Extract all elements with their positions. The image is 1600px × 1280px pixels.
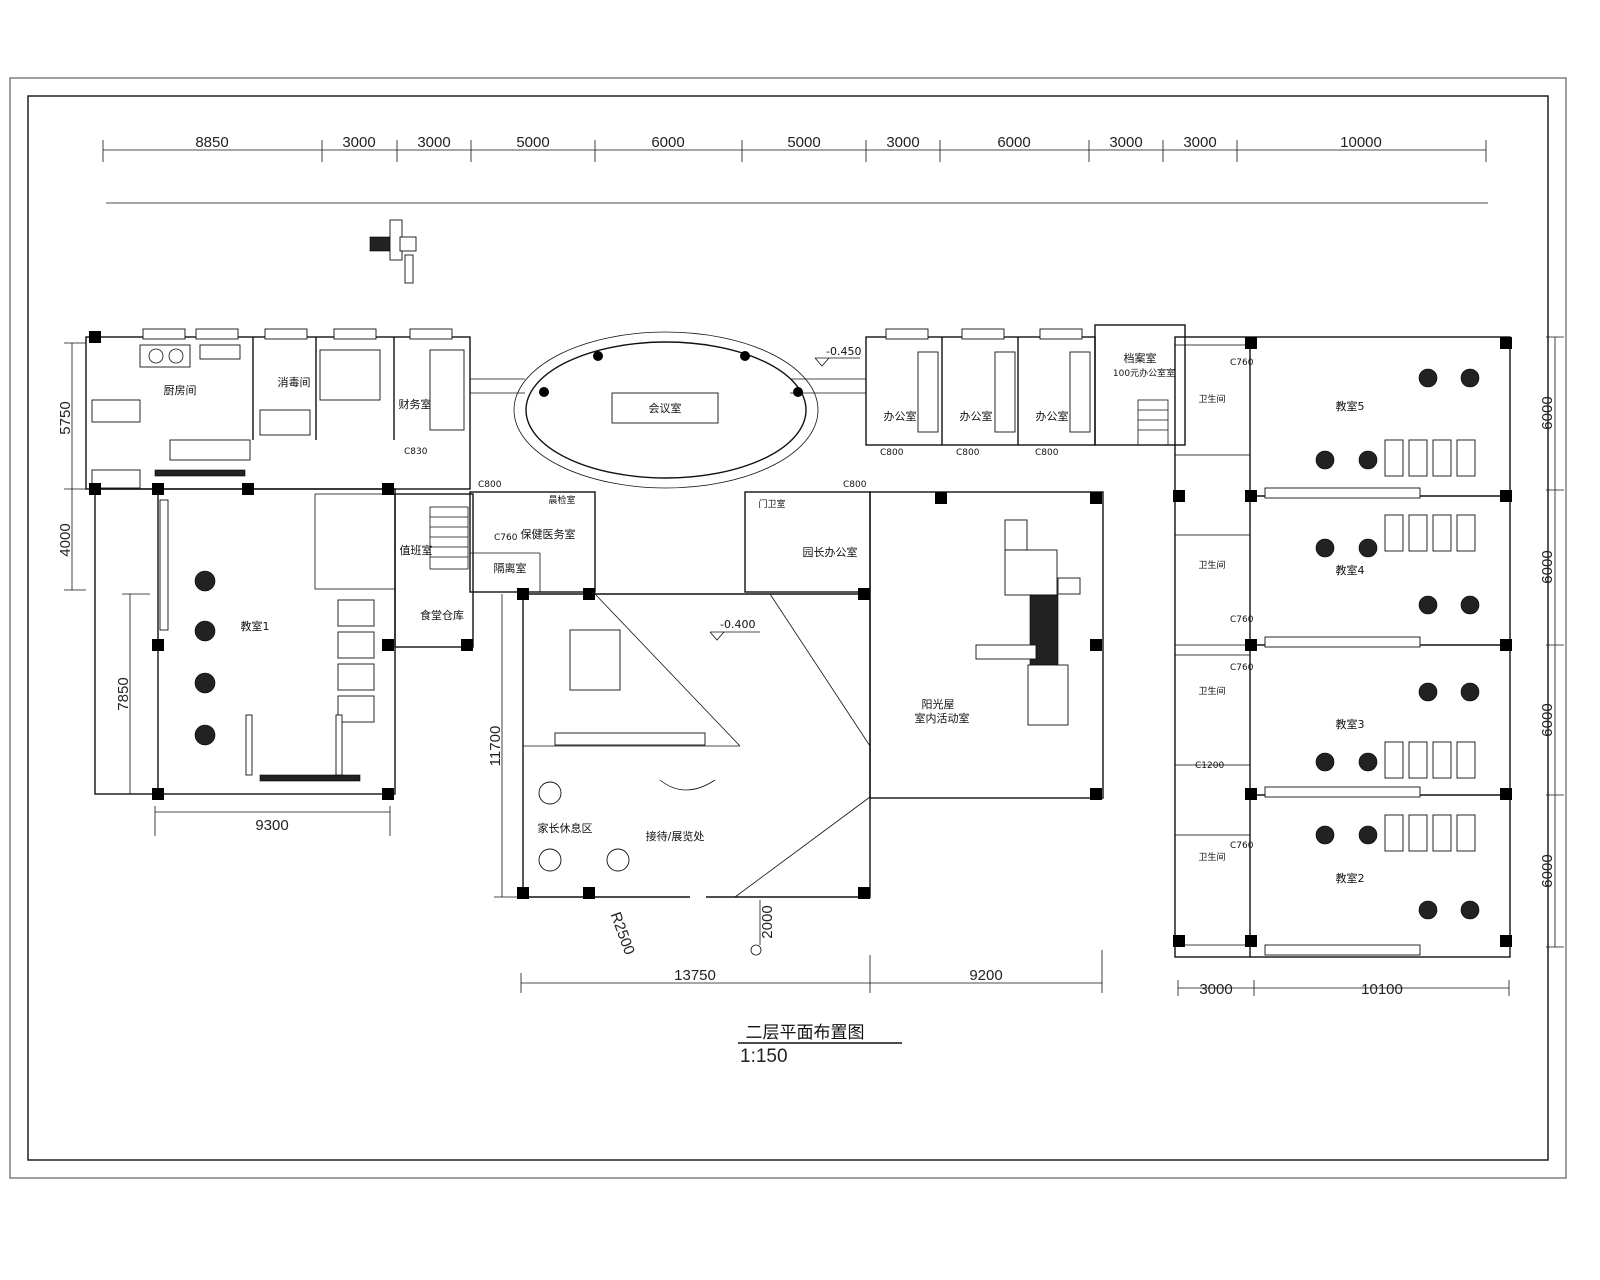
room-class2: 教室2 xyxy=(1336,871,1365,885)
room-sunroom: 阳光屋 xyxy=(922,697,955,711)
level-marker-lobby: -0.400 xyxy=(709,618,760,641)
dim-top-4: 5000 xyxy=(516,134,549,151)
room-toilet-4: 卫生间 xyxy=(1198,851,1225,863)
dim-bottom-center-1: 13750 xyxy=(674,967,716,984)
title-block: 二层平面布置图 1:150 xyxy=(738,1023,902,1067)
window-tag-c800-b: C800 xyxy=(956,448,980,458)
dim-right-3: 6000 xyxy=(1539,703,1556,736)
room-disinfection: 消毒间 xyxy=(278,375,311,389)
central-lobby: -0.400 家长休息区 接待/展览处 xyxy=(522,593,871,898)
dim-right-1: 6000 xyxy=(1539,396,1556,429)
dim-top-3: 3000 xyxy=(417,134,450,151)
dim-right-2: 6000 xyxy=(1539,550,1556,583)
kitchen-block: 厨房间 消毒间 财务室 C830 xyxy=(85,328,471,490)
room-archive: 档案室 xyxy=(1124,351,1157,365)
window-tag-c830: C830 xyxy=(404,447,428,457)
room-toilet-2: 卫生间 xyxy=(1198,559,1225,571)
dim-left-4: 11700 xyxy=(487,726,504,767)
dim-top-11: 10000 xyxy=(1340,134,1382,151)
meeting-room: 会议室 xyxy=(513,331,819,489)
health-block: 保健医务室 C760 隔离室 晨检室 C800 xyxy=(469,480,596,593)
dim-top-8: 6000 xyxy=(997,134,1030,151)
dim-left-3: 7850 xyxy=(115,677,132,710)
room-office-3: 办公室 xyxy=(1036,409,1069,423)
window-tag-c800-c: C800 xyxy=(1035,448,1059,458)
room-class1: 教室1 xyxy=(241,619,270,633)
dim-r-offset: 2000 xyxy=(759,905,776,938)
room-toilet-1: 卫生间 xyxy=(1198,393,1225,405)
room-toilet-3: 卫生间 xyxy=(1198,685,1225,697)
archive-room: 档案室 100元办公室室 xyxy=(1094,324,1186,446)
room-health: 保健医务室 xyxy=(521,527,576,541)
window-tag-c800-a: C800 xyxy=(880,448,904,458)
room-parents-rest: 家长休息区 xyxy=(538,821,593,835)
bottom-dimensions: 9300 13750 9200 3000 10100 2000 R2500 xyxy=(154,806,1510,998)
dim-bottom-center-2: 9200 xyxy=(969,967,1002,984)
dim-top-9: 3000 xyxy=(1109,134,1142,151)
level-marker-top: -0.450 xyxy=(814,345,861,367)
dim-top-5: 6000 xyxy=(651,134,684,151)
room-archive-sub: 100元办公室室 xyxy=(1113,367,1175,379)
dim-bottom-right-1: 3000 xyxy=(1199,981,1232,998)
drawing-scale: 1:150 xyxy=(740,1046,788,1067)
classroom-1: 教室1 xyxy=(94,488,396,795)
window-tag-c1200: C1200 xyxy=(1195,761,1224,771)
columns xyxy=(89,331,1512,947)
top-dimension-chain: 8850 3000 3000 5000 6000 5000 3000 6000 … xyxy=(102,134,1487,162)
room-duty: 值班室 xyxy=(400,543,433,557)
room-reception: 接待/展览处 xyxy=(646,829,705,843)
dim-r-label: R2500 xyxy=(607,910,638,957)
room-pantry: 食堂仓库 xyxy=(420,608,464,622)
room-finance: 财务室 xyxy=(399,397,432,411)
room-class4: 教室4 xyxy=(1336,563,1365,577)
drawing-title: 二层平面布置图 xyxy=(746,1023,865,1043)
dim-top-10: 3000 xyxy=(1183,134,1216,151)
dim-right-4: 6000 xyxy=(1539,854,1556,887)
level-minus-400: -0.400 xyxy=(720,618,755,631)
dim-top-6: 5000 xyxy=(787,134,820,151)
room-kitchen: 厨房间 xyxy=(164,384,197,397)
room-class3: 教室3 xyxy=(1336,717,1365,731)
room-office-2: 办公室 xyxy=(960,409,993,423)
dim-bottom-left: 9300 xyxy=(255,817,288,834)
room-class5: 教室5 xyxy=(1336,399,1365,413)
room-principal: 园长办公室 xyxy=(803,545,858,559)
window-tag-c760-c: C760 xyxy=(1230,663,1254,673)
left-dimension-chain: 5750 4000 7850 11700 xyxy=(57,342,518,898)
dim-bottom-right-2: 10100 xyxy=(1361,981,1403,998)
room-meeting: 会议室 xyxy=(649,401,682,415)
outer-frame xyxy=(9,77,1567,1179)
room-office-1: 办公室 xyxy=(884,409,917,423)
window-tag-c800-principal: C800 xyxy=(843,480,867,490)
inner-frame xyxy=(27,95,1549,1161)
room-sunroom-sub: 室内活动室 xyxy=(915,711,970,725)
dim-left-1: 5750 xyxy=(57,401,74,434)
right-dimension-chain: 6000 6000 6000 6000 xyxy=(1539,336,1564,948)
dim-left-2: 4000 xyxy=(57,523,74,556)
principal-block: 园长办公室 门卫室 C800 xyxy=(744,480,871,593)
window-tag-c760-health: C760 xyxy=(494,533,518,543)
window-tag-c760-b: C760 xyxy=(1230,615,1254,625)
room-guard: 门卫室 xyxy=(758,498,785,510)
right-wing: 卫生间 卫生间 卫生间 卫生间 教室5 教室4 教室3 教室2 C760 C76… xyxy=(1174,336,1511,958)
dim-top-2: 3000 xyxy=(342,134,375,151)
sunroom-block: 阳光屋 室内活动室 xyxy=(869,491,1104,799)
play-structure-symbol xyxy=(369,219,417,284)
level-minus-450: -0.450 xyxy=(826,345,861,358)
room-morning-check: 晨检室 xyxy=(548,494,575,506)
window-tag-c800-health: C800 xyxy=(478,480,502,490)
dim-top-7: 3000 xyxy=(886,134,919,151)
dim-top-1: 8850 xyxy=(195,134,228,151)
window-tag-c760-a: C760 xyxy=(1230,358,1254,368)
room-isolation: 隔离室 xyxy=(494,561,527,575)
service-block: 值班室 食堂仓库 xyxy=(314,493,474,648)
office-row: 办公室 办公室 办公室 C800 C800 C800 xyxy=(865,328,1096,458)
window-tag-c760-d: C760 xyxy=(1230,841,1254,851)
